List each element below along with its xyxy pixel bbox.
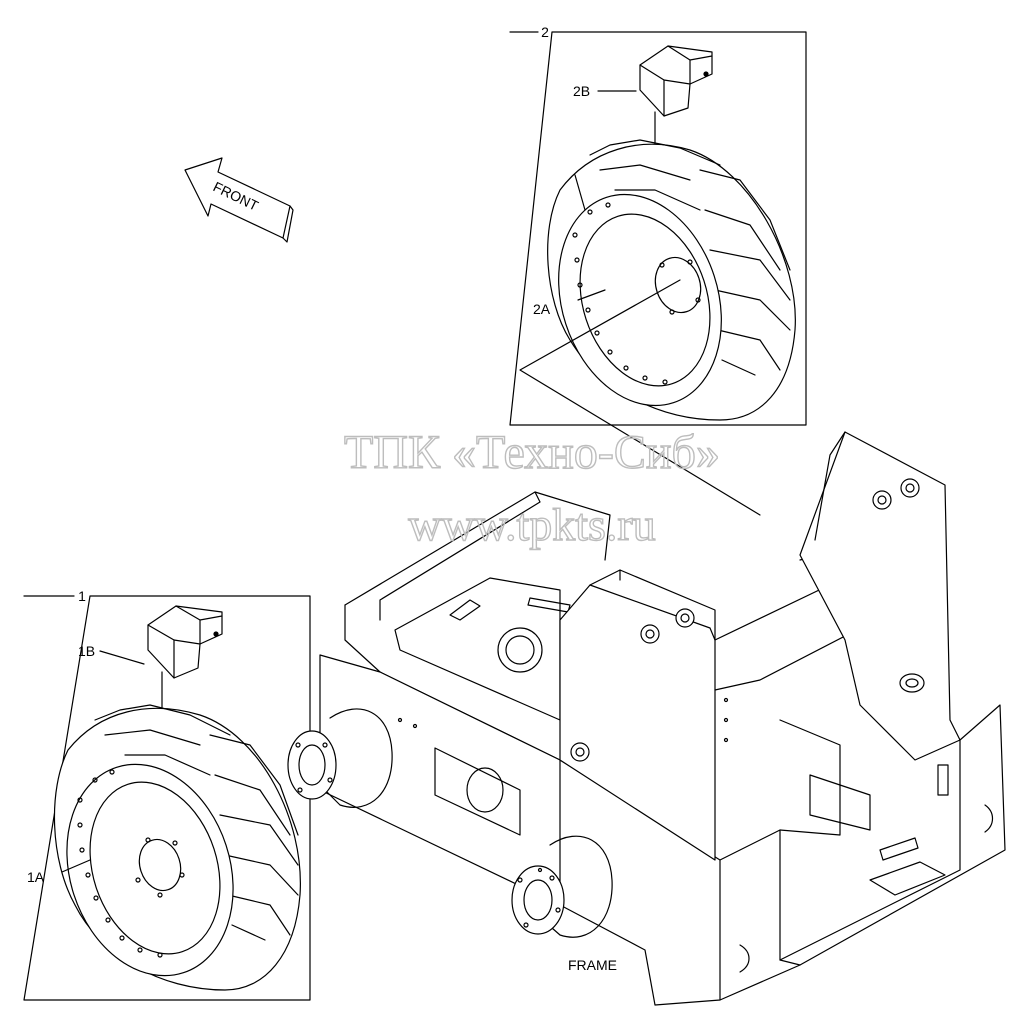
callout-1a-label: 1A <box>27 869 45 885</box>
front-arrow-icon <box>184 157 294 243</box>
frame-label: FRAME <box>568 957 617 973</box>
callout-2-label: 2 <box>541 24 549 40</box>
callout-box-1 <box>23 595 311 1001</box>
callout-1-label: 1 <box>78 588 86 604</box>
callout-1b-label: 1B <box>78 643 95 659</box>
machine-frame <box>287 431 1006 1006</box>
callout-box-2 <box>509 31 807 426</box>
wheel-assembly-2 <box>547 139 796 421</box>
watermark: ТПК «Техно-Сиб» www.tpkts.ru <box>343 425 720 550</box>
callout-2a-label: 2A <box>533 301 551 317</box>
wheel-assembly-1 <box>53 704 301 991</box>
watermark-line-2: www.tpkts.ru <box>408 499 655 550</box>
callout-2b-label: 2B <box>573 83 590 99</box>
watermark-line-1: ТПК «Техно-Сиб» <box>344 426 720 479</box>
wheel-weight-1b <box>99 605 223 761</box>
